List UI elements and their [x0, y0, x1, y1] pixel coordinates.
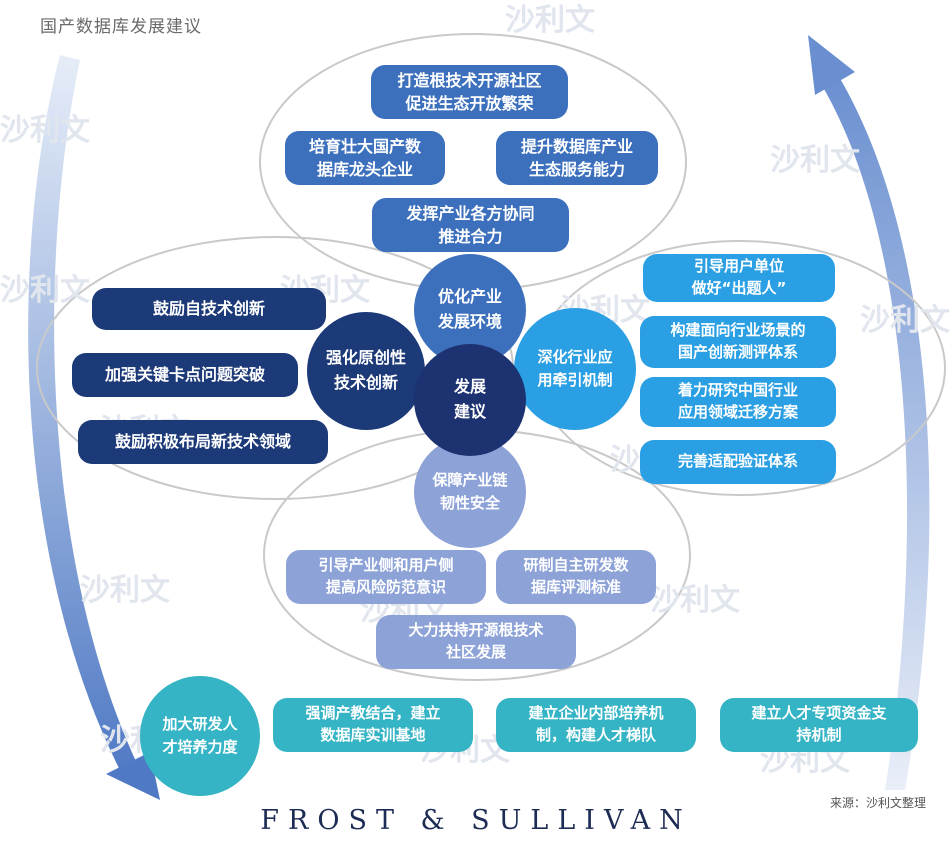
bottom-item-1: 引导产业侧和用户侧 提高风险防范意识	[286, 550, 486, 604]
right-arrow-head	[808, 35, 855, 95]
talent-item-2: 建立企业内部培养机 制，构建人才梯队	[496, 698, 696, 752]
source-note: 来源：沙利文整理	[829, 796, 926, 810]
left-item-1: 鼓励自技术创新	[92, 288, 326, 330]
brand-logo: FROST & SULLIVAN	[260, 805, 692, 836]
hub-industry-application: 深化行业应 用牵引机制	[514, 308, 636, 430]
left-item-2: 加强关键卡点问题突破	[72, 353, 298, 397]
right-item-1: 引导用户单位 做好“出题人”	[643, 254, 835, 302]
center-circle: 发展 建议	[414, 344, 526, 456]
watermark: 沙利文	[770, 143, 860, 178]
watermark: 沙利文	[860, 303, 950, 338]
right-flow-arrow	[820, 70, 930, 790]
talent-item-1: 强调产教结合，建立 数据库实训基地	[273, 698, 473, 752]
right-item-2: 构建面向行业场景的 国产创新测评体系	[640, 316, 836, 368]
watermark: 沙利文	[80, 573, 170, 608]
top-item-2: 培育壮大国产数 据库龙头企业	[285, 131, 445, 185]
hub-talent-cultivation: 加大研发人 才培养力度	[140, 676, 260, 796]
bottom-item-3: 大力扶持开源根技术 社区发展	[376, 615, 576, 669]
watermark: 沙利文	[650, 583, 740, 618]
hub-optimize-environment: 优化产业 发展环境	[414, 254, 526, 366]
watermark: 沙利文	[505, 3, 595, 38]
hub-tech-innovation: 强化原创性 技术创新	[307, 312, 425, 430]
right-item-3: 着力研究中国行业 应用领域迁移方案	[640, 377, 836, 427]
left-item-3: 鼓励积极布局新技术领域	[78, 420, 328, 464]
bottom-item-2: 研制自主研发数 据库评测标准	[496, 550, 656, 604]
left-flow-arrow	[28, 55, 141, 780]
watermark: 沙利文	[0, 113, 90, 148]
top-item-1: 打造根技术开源社区 促进生态开放繁荣	[371, 65, 568, 119]
page-title: 国产数据库发展建议	[40, 17, 202, 37]
watermark: 沙利文	[0, 273, 90, 308]
talent-item-3: 建立人才专项资金支 持机制	[720, 698, 918, 752]
top-item-3: 提升数据库产业 生态服务能力	[496, 131, 658, 185]
top-item-4: 发挥产业各方协同 推进合力	[372, 198, 569, 252]
right-item-4: 完善适配验证体系	[640, 440, 836, 484]
